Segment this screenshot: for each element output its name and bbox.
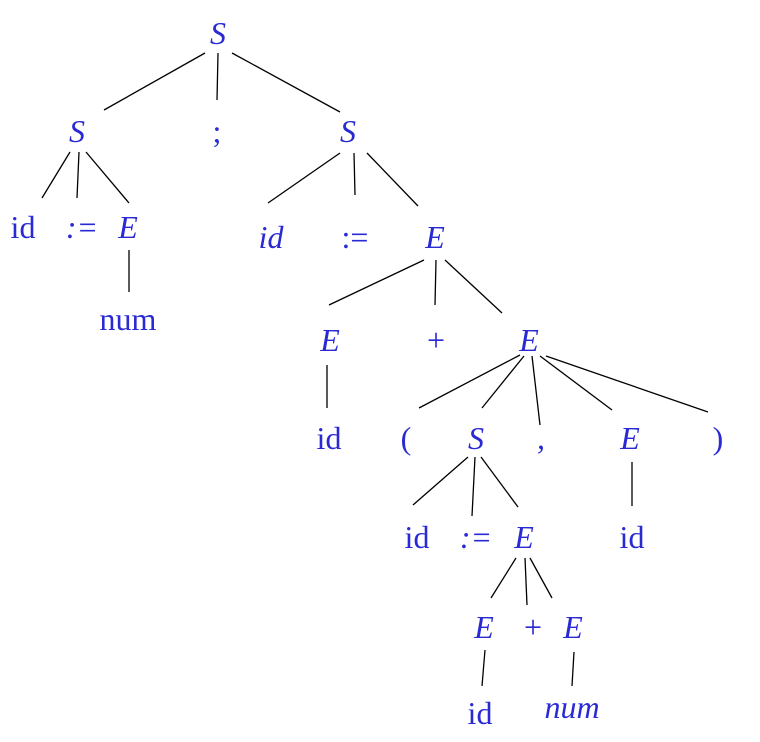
- node-id-1: id: [11, 209, 36, 245]
- node-s-root: S: [210, 15, 226, 51]
- node-lparen: (: [401, 420, 412, 456]
- edge-sleft-assign: [76, 151, 80, 199]
- edge-root-right: [231, 52, 341, 113]
- edge-sinner-assign: [471, 456, 476, 517]
- edge-e4-comma: [531, 355, 541, 426]
- edge-e6-plus: [524, 557, 528, 606]
- node-num-2: num: [544, 689, 599, 725]
- node-s-inner: S: [468, 420, 484, 456]
- edge-e4-lparen: [418, 354, 521, 409]
- edge-sleft-id: [41, 151, 71, 199]
- node-id-5: id: [620, 519, 645, 555]
- node-assign-3: :=: [460, 519, 492, 555]
- node-id-6: id: [468, 695, 493, 731]
- edge-sleft-e: [85, 151, 130, 204]
- node-e-8: E: [562, 609, 583, 645]
- node-e-6: E: [513, 519, 534, 555]
- node-plus-2: +: [524, 609, 542, 645]
- node-assign-1: :=: [66, 209, 98, 245]
- node-comma: ,: [537, 420, 545, 456]
- node-semicolon: ;: [213, 113, 222, 149]
- node-e-5: E: [619, 420, 640, 456]
- node-e-4: E: [518, 322, 539, 358]
- node-id-3: id: [317, 420, 342, 456]
- node-s-left: S: [69, 113, 85, 149]
- node-s-right: S: [340, 113, 356, 149]
- tree-labels: S S ; S id := E num id := E E + E id ( S…: [11, 15, 724, 731]
- node-e-3: E: [319, 322, 340, 358]
- node-e-7: E: [473, 609, 494, 645]
- edge-sinner-e: [480, 456, 519, 508]
- node-e-1: E: [117, 209, 138, 245]
- node-id-2: id: [259, 219, 285, 255]
- edge-root-semi: [216, 52, 219, 101]
- node-id-4: id: [405, 519, 430, 555]
- edge-e2-e4: [444, 259, 503, 314]
- edge-e4-e5: [539, 355, 613, 411]
- edge-e4-s: [481, 355, 525, 409]
- edge-sright-e: [366, 152, 419, 207]
- node-plus-1: +: [427, 322, 445, 358]
- edge-e2-plus: [434, 259, 437, 306]
- node-rparen: ): [713, 420, 724, 456]
- edge-sright-id: [267, 152, 341, 204]
- edge-e2-e3: [328, 259, 425, 306]
- edge-e6-e7: [490, 557, 517, 599]
- edge-e8-num: [571, 651, 575, 687]
- edge-sinner-id: [412, 456, 469, 506]
- edge-root-left: [103, 52, 206, 111]
- edge-e4-rparen: [545, 355, 709, 413]
- edge-e7-id: [481, 649, 486, 687]
- edge-sright-assign: [353, 152, 356, 196]
- node-num-1: num: [100, 301, 157, 337]
- node-e-2: E: [424, 219, 445, 255]
- tree-edges: [41, 52, 709, 687]
- node-assign-2: :=: [342, 219, 369, 255]
- edge-e6-e8: [529, 557, 553, 599]
